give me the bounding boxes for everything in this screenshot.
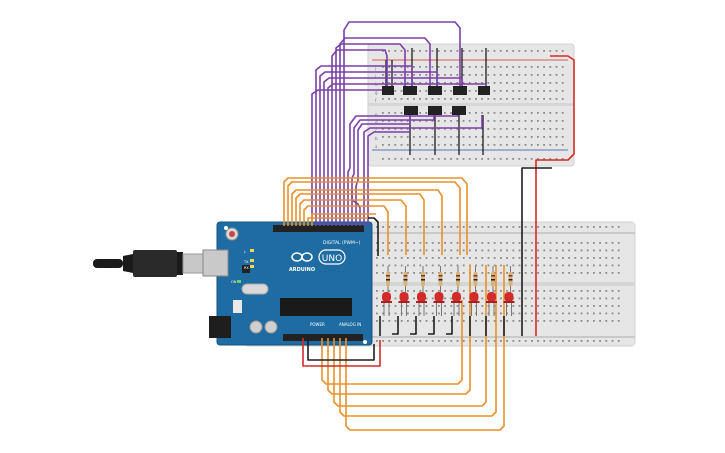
digital-header <box>273 225 364 232</box>
row-label: e <box>375 112 378 117</box>
digital-label: DIGITAL (PWM~) <box>323 240 361 246</box>
ic-chip <box>453 86 467 95</box>
capacitor <box>264 320 278 334</box>
led-label-l: L <box>244 250 246 254</box>
resistor <box>491 266 495 292</box>
led-ground-wires <box>379 316 505 336</box>
ic-chip <box>428 86 442 95</box>
analog-label: ANALOG IN <box>339 322 361 327</box>
resistor <box>456 266 460 292</box>
resistor <box>386 266 390 292</box>
ic-chip <box>452 106 466 115</box>
resistor <box>508 266 513 292</box>
resistor <box>473 266 478 292</box>
crystal <box>241 283 269 295</box>
wires <box>283 21 575 431</box>
red-led <box>503 292 515 316</box>
small-breadboard <box>367 43 575 167</box>
capacitor <box>249 320 263 334</box>
ic-chip <box>478 86 490 95</box>
resistor <box>403 266 408 292</box>
board-model: UNO <box>322 254 342 264</box>
resistor <box>421 266 425 292</box>
red-led <box>416 292 427 316</box>
red-led <box>433 292 445 316</box>
small-ic <box>242 265 250 273</box>
row-label: a <box>375 144 378 149</box>
power-analog-header <box>283 334 363 341</box>
ic-chip <box>403 86 417 95</box>
row-label: j <box>374 66 376 71</box>
purple-wires <box>311 21 487 226</box>
red-led <box>398 292 410 316</box>
ic-chips <box>382 86 490 115</box>
row-label: d <box>375 120 378 125</box>
red-led <box>468 292 480 316</box>
on-label: ON <box>231 280 237 284</box>
rx-label: RX <box>244 266 249 270</box>
row-label: f <box>375 98 377 103</box>
power-jack <box>209 316 231 338</box>
ic-chip <box>404 106 418 115</box>
row-label: c <box>375 128 377 133</box>
row-label: g <box>375 90 378 95</box>
red-led <box>381 292 392 316</box>
resistor <box>438 266 443 292</box>
board-brand: ARDUINO <box>289 267 315 273</box>
ic-chip <box>428 106 442 115</box>
row-label: i <box>375 74 376 79</box>
row-label: b <box>375 136 378 141</box>
tx-label: TX <box>243 260 249 264</box>
arduino-uno-board: UNO ARDUINO DIGITAL (PWM~) POWER ANALOG … <box>202 221 373 346</box>
power-label: POWER <box>310 322 325 327</box>
arduino-logo: UNO ARDUINO <box>289 249 346 273</box>
ic-chip <box>382 86 394 95</box>
power-wires <box>302 55 575 367</box>
red-led <box>486 292 497 316</box>
led-array <box>381 266 515 316</box>
atmega-chip <box>280 298 352 316</box>
regulator <box>233 300 242 313</box>
orange-wires <box>283 177 505 431</box>
usb-cable <box>93 250 206 277</box>
usb-port <box>202 249 229 277</box>
red-led <box>451 292 462 316</box>
